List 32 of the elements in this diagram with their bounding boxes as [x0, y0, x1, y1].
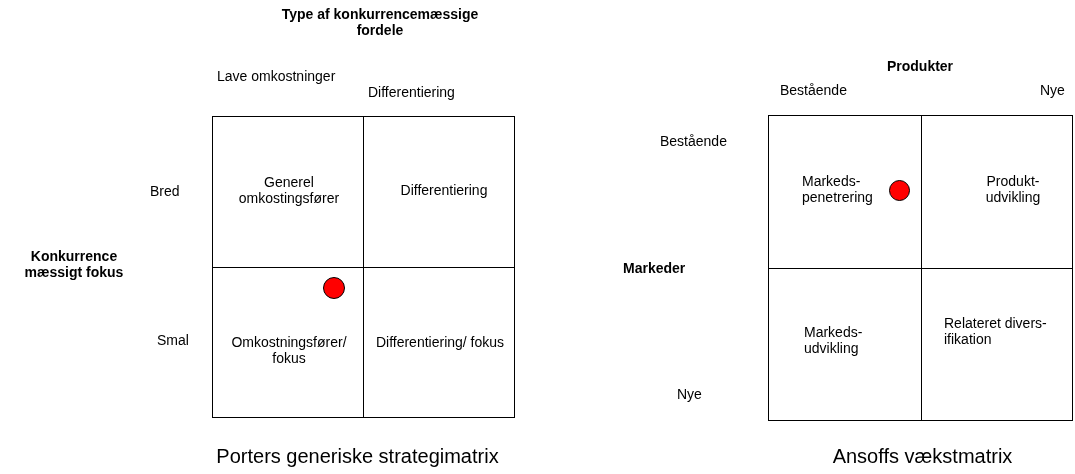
axis-label: Bestående: [660, 133, 728, 149]
matrix-cell: [363, 116, 515, 268]
matrix-cell: [768, 268, 922, 421]
axis-title: Markeder: [623, 260, 687, 276]
matrix-cell: [212, 116, 364, 268]
matrix-title: Porters generiske strategimatrix: [215, 444, 500, 468]
matrix-cell: [921, 115, 1073, 269]
matrix-title: Ansoffs vækstmatrix: [831, 444, 1014, 468]
matrix-cell: [212, 267, 364, 418]
cell-label: Generel omkostingsfører: [237, 174, 341, 206]
matrix-cell: [921, 268, 1073, 421]
axis-title: Type af konkurrencemæssige fordele: [280, 6, 480, 38]
cell-label: Differentiering: [399, 182, 489, 198]
axis-label: Differentiering: [368, 84, 456, 100]
cell-label: Markeds- udvikling: [804, 324, 864, 356]
cell-label: Omkostningsfører/ fokus: [230, 334, 348, 366]
cell-label: Differentiering/ fokus: [374, 334, 506, 350]
matrix-cell: [768, 115, 922, 269]
matrix-cell: [363, 267, 515, 418]
cell-label: Relateret divers- ifikation: [944, 315, 1048, 347]
axis-label: Bred: [150, 183, 181, 199]
cell-label: Markeds- penetrering: [802, 173, 874, 205]
axis-label: Nye: [1040, 82, 1066, 98]
axis-label: Smal: [157, 332, 190, 348]
axis-label: Bestående: [780, 82, 848, 98]
axis-title: Produkter: [885, 58, 955, 74]
axis-label: Nye: [677, 386, 703, 402]
axis-title: Konkurrence mæssigt fokus: [23, 248, 125, 280]
marker-dot: [889, 180, 910, 201]
cell-label: Produkt- udvikling: [984, 173, 1042, 205]
marker-dot: [323, 277, 345, 299]
axis-label: Lave omkostninger: [217, 68, 337, 84]
